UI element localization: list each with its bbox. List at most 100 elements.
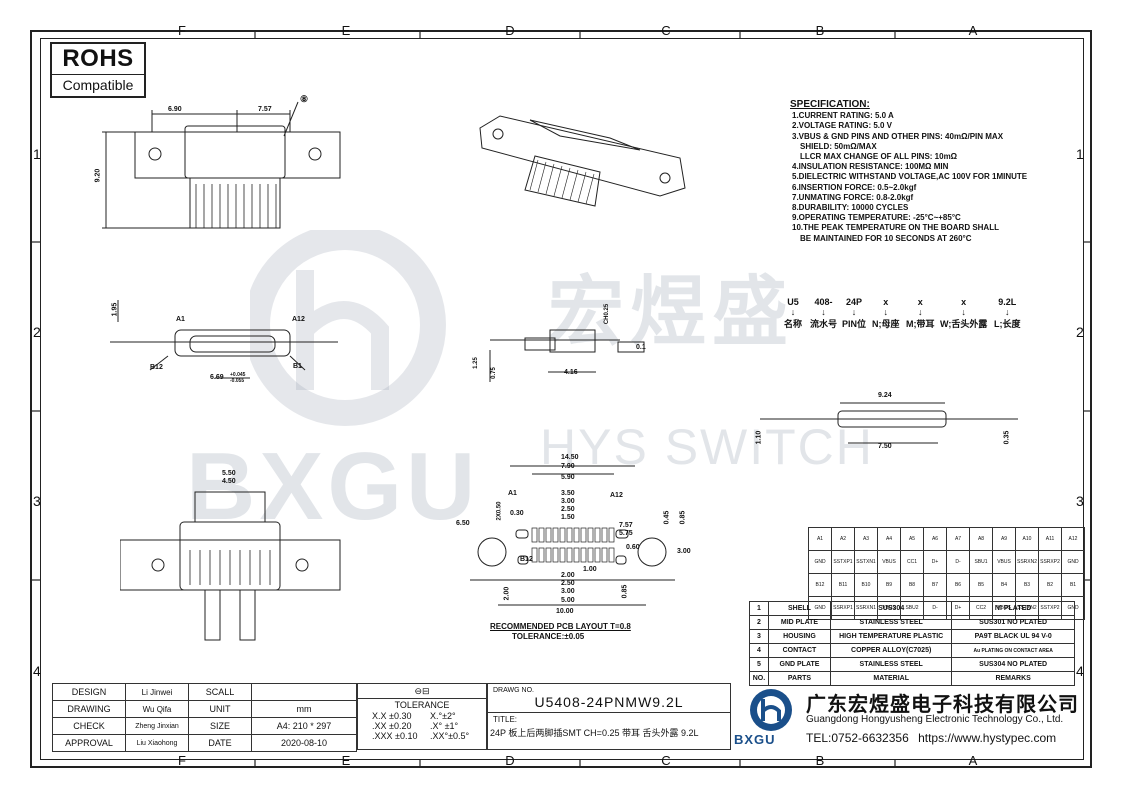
spec-item: SHIELD: 50mΩ/MAX (800, 141, 877, 151)
callout-8: ⑧ (300, 94, 309, 104)
role-cell: DRAWING (52, 700, 126, 718)
approval-row: DESIGN Li Jinwei SCALL (52, 683, 357, 701)
zone-col-b: B (815, 23, 825, 38)
pin-cell: B7 (923, 573, 947, 597)
down-arrow-icon: ↓ (1005, 307, 1010, 317)
pin-cell: A6 (923, 527, 947, 551)
pcb-bot-2: 3.00 (561, 588, 575, 595)
rohs-badge: ROHS Compatible (50, 42, 146, 98)
spec-item: BE MAINTAINED FOR 10 SECONDS AT 260°C (800, 233, 972, 243)
pin-cell: B2 (1038, 573, 1062, 597)
zone-col-f-bottom: F (178, 753, 186, 768)
part-code-seg: x↓M;带耳 (906, 297, 935, 329)
part-code-seg: U5↓名称 (784, 297, 803, 329)
dim-top-w2: 7.57 (258, 106, 272, 113)
front-view-drawing (120, 491, 341, 641)
spec-item: 1.CURRENT RATING: 5.0 A (792, 111, 894, 121)
parts-cell: NI PLATED (951, 601, 1075, 616)
profile-h2: 0.75 (490, 367, 497, 379)
pcb-tolerance: TOLERANCE:±0.05 (512, 632, 585, 641)
side-b12: B12 (150, 364, 163, 371)
spec-item: 2.VOLTAGE RATING: 5.0 V (792, 121, 893, 131)
part-code-seg: 24P↓PIN位 (842, 297, 867, 329)
key-cell: SCALL (188, 683, 252, 701)
part-code-seg: 9.2L↓L;长度 (994, 297, 1021, 329)
parts-cell: SUS301 NO PLATED (951, 615, 1075, 630)
pin-cell: SBU1 (969, 550, 993, 574)
pin-cell: A8 (969, 527, 993, 551)
profile-ch: CH0.25 (604, 303, 611, 325)
parts-cell: 5 (749, 657, 769, 672)
zone-col-c-bottom: C (661, 753, 671, 768)
pcb-side-1: 2X0.50 (496, 501, 503, 521)
tolerance-row: .XX ±0.20.X° ±1° (372, 721, 459, 731)
side-a1: A1 (176, 316, 185, 323)
parts-header-cell: REMARKS (951, 671, 1075, 686)
pcb-side-2: 0.30 (510, 510, 524, 517)
spec-item: 9.OPERATING TEMPERATURE: -25°C~+85°C (792, 213, 961, 223)
pin-cell: B4 (992, 573, 1016, 597)
parts-cell: Au PLATING ON CONTACT AREA (951, 643, 1075, 658)
pin-cell: VBUS (992, 550, 1016, 574)
name-cell: Liu Xiaohong (125, 734, 189, 752)
profile-view-drawing (489, 329, 645, 382)
val-cell (251, 683, 357, 701)
down-arrow-icon: ↓ (821, 307, 826, 317)
pcb-side-8: 3.00 (677, 548, 691, 555)
pin-cell: A1 (808, 527, 832, 551)
approval-row: APPROVAL Liu Xiaohong DATE 2020-08-10 (52, 734, 357, 752)
spec-item: 5.DIELECTRIC WITHSTAND VOLTAGE,AC 100V F… (792, 172, 1028, 182)
role-cell: APPROVAL (52, 734, 126, 752)
front-w2: 4.50 (222, 478, 236, 485)
parts-cell: HOUSING (767, 629, 832, 644)
zone-row-4-right: 4 (1076, 663, 1084, 679)
parts-header-cell: PARTS (767, 671, 832, 686)
parts-cell: COPPER ALLOY(C7025) (830, 643, 953, 658)
rohs-title: ROHS (62, 45, 134, 72)
profile-flat: 0.1 (636, 344, 646, 351)
pcb-side-6: 5.75 (619, 530, 633, 537)
drawing-number: U5408-24PNMW9.2L (488, 694, 730, 713)
parts-cell: CONTACT (767, 643, 832, 658)
val-cell: A4: 210 * 297 (251, 717, 357, 735)
company-web[interactable]: https://www.hystypec.com (918, 731, 1057, 745)
pcb-bot-0: 2.00 (561, 572, 575, 579)
pcb-side-11: 0.85 (621, 584, 629, 599)
pin-cell: A4 (877, 527, 901, 551)
drawing-no-label: DRAWG NO. (493, 687, 534, 694)
pin-cell: B1 (1061, 573, 1085, 597)
pin-cell: SSTXP1 (831, 550, 855, 574)
pin-cell: A2 (831, 527, 855, 551)
title-label: TITLE: (493, 715, 518, 724)
isometric-view-drawing (479, 115, 686, 207)
pin-cell: B9 (877, 573, 901, 597)
company-name-en: Guangdong Hongyusheng Electronic Technol… (806, 714, 1064, 725)
spec-item: 7.UNMATING FORCE: 0.8-2.0kgf (792, 192, 914, 202)
parts-cell: HIGH TEMPERATURE PLASTIC (830, 629, 953, 644)
parts-cell: STAINLESS STEEL (830, 615, 953, 630)
key-cell: DATE (188, 734, 252, 752)
pin-cell: CC1 (900, 550, 924, 574)
pin-cell: D+ (923, 550, 947, 574)
zone-col-b-bottom: B (815, 753, 825, 768)
pcb-side-9: 1.00 (583, 566, 597, 573)
pcb-title: RECOMMENDED PCB LAYOUT T=0.8 (490, 622, 631, 631)
zone-col-e: E (341, 23, 351, 38)
parts-header-cell: MATERIAL (830, 671, 953, 686)
rohs-subtitle: Compatible (52, 74, 144, 95)
role-cell: DESIGN (52, 683, 126, 701)
company-tel: TEL:0752-6632356 (806, 731, 909, 745)
approval-table: DESIGN Li Jinwei SCALL DRAWING Wu Qifa U… (52, 683, 357, 752)
right-w: 9.24 (878, 392, 892, 399)
profile-h1: 1.25 (472, 357, 479, 369)
pin-cell: VBUS (877, 550, 901, 574)
parts-cell: 3 (749, 629, 769, 644)
down-arrow-icon: ↓ (961, 307, 966, 317)
spec-item: LLCR MAX CHANGE OF ALL PINS: 10mΩ (800, 152, 958, 162)
parts-cell: SUS304 NO PLATED (951, 657, 1075, 672)
